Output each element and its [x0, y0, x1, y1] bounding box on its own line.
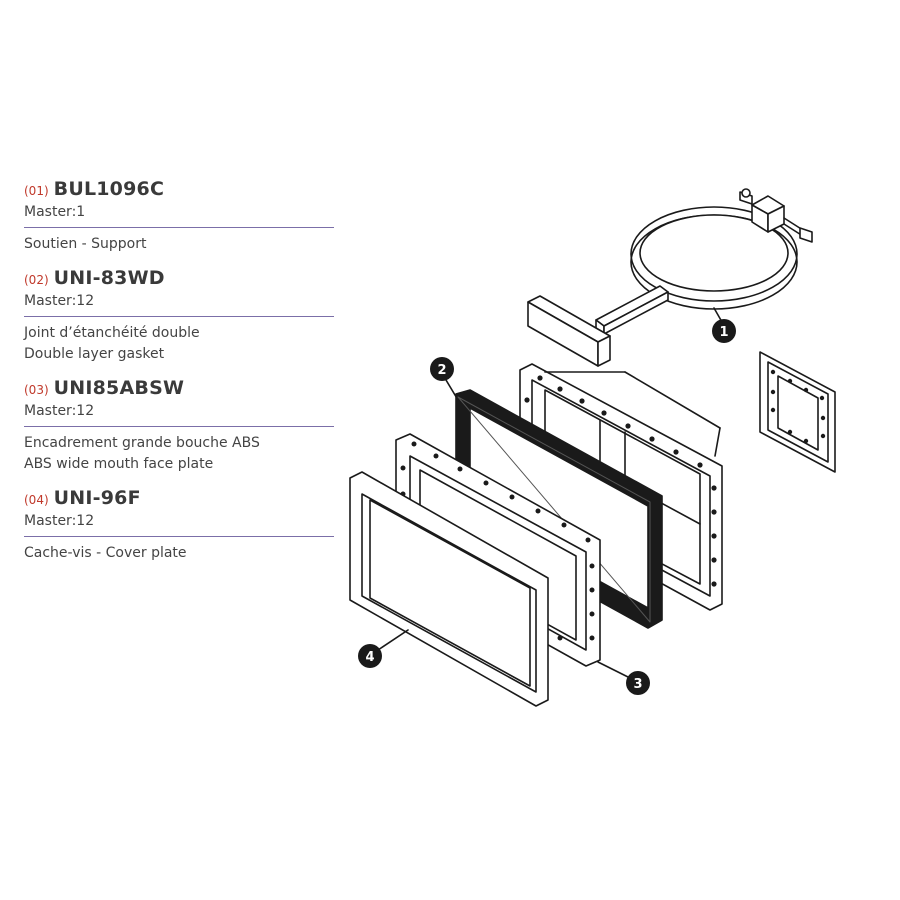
- part-master: Master:1: [24, 204, 86, 220]
- divider: [24, 316, 334, 317]
- part-code: UNI85ABSW: [53, 377, 185, 399]
- part-entry-02: (02) UNI-83WD Master:12 Joint d’étanchéi…: [24, 267, 336, 365]
- description-line: Double layer gasket: [24, 346, 165, 362]
- leader-lines: [377, 307, 723, 679]
- part-description: Cache-vis - Cover plate: [24, 543, 336, 564]
- support-bracket-part: [527, 188, 813, 367]
- part-header: (02) UNI-83WD: [24, 267, 336, 289]
- divider: [24, 536, 334, 537]
- part-header: (04) UNI-96F: [24, 487, 336, 509]
- parts-list: (01) BUL1096C Master:1 Soutien - Support…: [24, 178, 336, 564]
- part-description: Encadrement grande bouche ABS ABS wide m…: [24, 433, 336, 475]
- part-number: (01): [24, 184, 49, 198]
- cover-plate-part: [349, 471, 549, 707]
- part-master: Master:12: [24, 403, 95, 419]
- callout-label: 1: [719, 325, 728, 340]
- part-entry-01: (01) BUL1096C Master:1 Soutien - Support: [24, 178, 336, 255]
- callout-label: 4: [365, 650, 374, 665]
- part-number: (02): [24, 273, 49, 287]
- part-master: Master:12: [24, 513, 95, 529]
- callout-label: 3: [633, 677, 642, 692]
- part-header: (01) BUL1096C: [24, 178, 336, 200]
- callout-4: 4: [358, 644, 382, 668]
- callout-3: 3: [626, 671, 650, 695]
- part-description: Soutien - Support: [24, 234, 336, 255]
- part-code: UNI-83WD: [53, 267, 165, 289]
- callout-label: 2: [437, 363, 446, 378]
- part-description: Joint d’étanchéité double Double layer g…: [24, 323, 336, 365]
- part-code: BUL1096C: [53, 178, 165, 200]
- callout-1: 1: [712, 319, 736, 343]
- description-line: Cache-vis - Cover plate: [24, 545, 187, 561]
- part-number: (04): [24, 493, 49, 507]
- description-line: Encadrement grande bouche ABS: [24, 435, 260, 451]
- description-line: ABS wide mouth face plate: [24, 456, 214, 472]
- divider: [24, 227, 334, 228]
- description-line: Joint d’étanchéité double: [24, 325, 200, 341]
- divider: [24, 426, 334, 427]
- part-code: UNI-96F: [53, 487, 141, 509]
- part-entry-04: (04) UNI-96F Master:12 Cache-vis - Cover…: [24, 487, 336, 564]
- side-flange: [759, 351, 836, 473]
- part-entry-03: (03) UNI85ABSW Master:12 Encadrement gra…: [24, 377, 336, 475]
- part-header: (03) UNI85ABSW: [24, 377, 336, 399]
- part-master: Master:12: [24, 293, 95, 309]
- part-number: (03): [24, 383, 49, 397]
- callout-2: 2: [430, 357, 454, 381]
- description-line: Soutien - Support: [24, 236, 147, 252]
